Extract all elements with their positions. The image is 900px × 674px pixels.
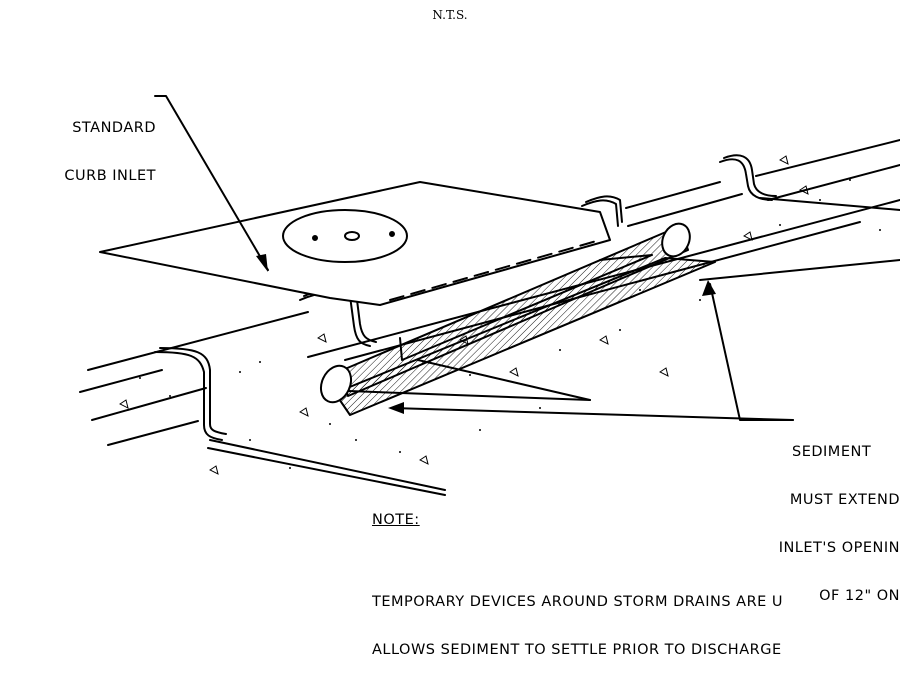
filter-roll-end-left bbox=[319, 364, 353, 404]
note-line-2: ALLOWS SEDIMENT TO SETTLE PRIOR TO DISCH… bbox=[372, 642, 782, 658]
scale-note: N.T.S. bbox=[432, 8, 468, 22]
sediment-callout-line-1: SEDIMENT bbox=[792, 444, 872, 460]
filter-roll-end-right bbox=[661, 222, 691, 258]
inlet-grate bbox=[99, 181, 611, 306]
concrete-dots bbox=[139, 179, 881, 469]
curb-contour-right bbox=[581, 154, 777, 227]
sediment-callout-line-4: OF 12" ON bbox=[819, 588, 900, 604]
note-body: TEMPORARY DEVICES AROUND STORM DRAINS AR… bbox=[372, 562, 900, 674]
sediment-callout-line-3: INLET'S OPENIN bbox=[778, 540, 900, 556]
note-heading: NOTE: bbox=[372, 512, 420, 528]
sediment-barrier bbox=[319, 222, 716, 416]
note-line-1: TEMPORARY DEVICES AROUND STORM DRAINS AR… bbox=[372, 594, 784, 610]
concrete-speckle bbox=[119, 155, 809, 475]
curb-inlet-callout-line-1: STANDARD bbox=[72, 120, 156, 136]
curb-inlet-protection-drawing bbox=[79, 95, 900, 496]
leader-arrowheads bbox=[256, 254, 716, 414]
curb-inlet-callout-line-2: CURB INLET bbox=[64, 168, 156, 184]
curb-inlet-callout: STANDARD CURB INLET bbox=[40, 88, 156, 200]
leader-lines bbox=[154, 95, 794, 421]
curb-contour-left bbox=[154, 287, 377, 441]
sediment-callout-line-2: MUST EXTEND bbox=[789, 492, 900, 508]
manhole-cover bbox=[282, 209, 408, 263]
sediment-callout: SEDIMENT MUST EXTEND INLET'S OPENIN OF 1… bbox=[698, 412, 900, 620]
